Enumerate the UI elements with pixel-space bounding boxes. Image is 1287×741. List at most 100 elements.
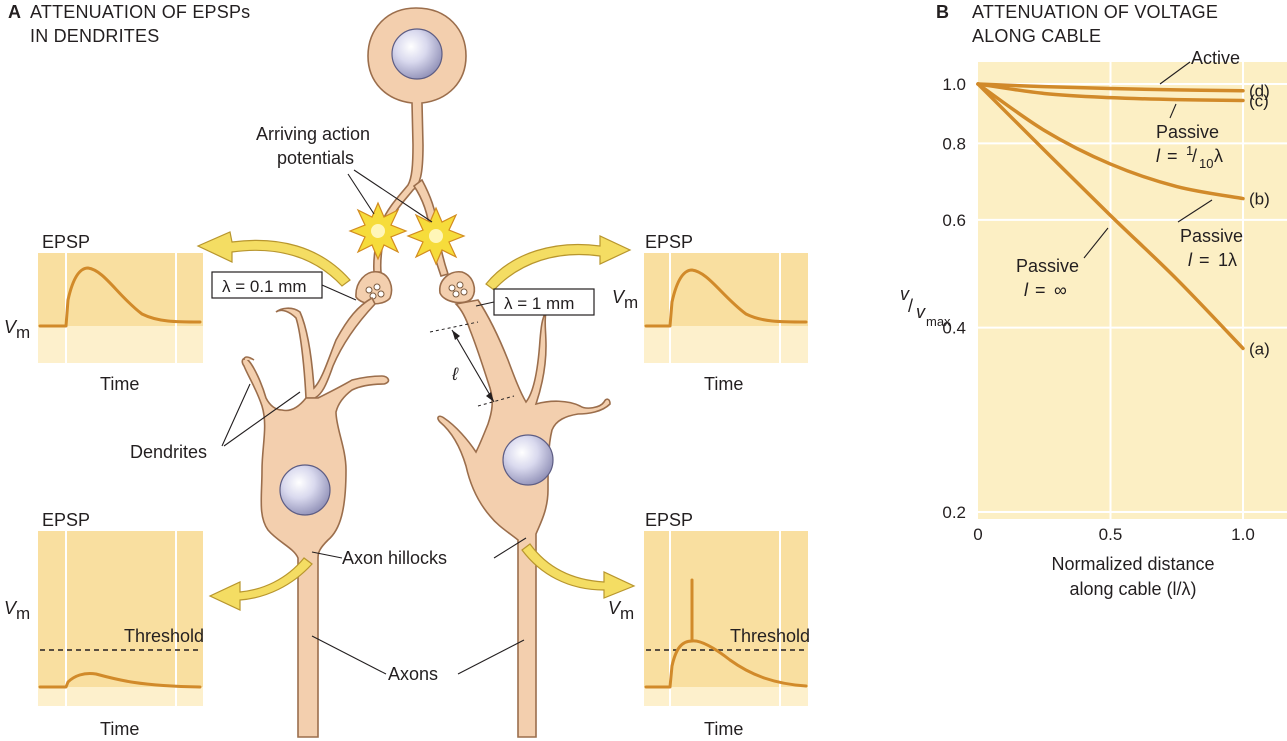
series-lines bbox=[976, 82, 1245, 351]
lambda-right-label: λ = 1 mm bbox=[504, 294, 574, 313]
series-line-d bbox=[976, 82, 1245, 93]
threshold-label: Threshold bbox=[124, 626, 204, 646]
passive-c-leader bbox=[1169, 103, 1177, 119]
action-potential-burst-right bbox=[406, 206, 466, 266]
ylabel-num: v bbox=[900, 284, 910, 304]
time-label: Time bbox=[704, 719, 743, 739]
lambda-left-label: λ = 0.1 mm bbox=[222, 277, 307, 296]
epsp-inset-bottom-right: EPSP Threshold V m Time bbox=[608, 510, 810, 739]
passive-c-lambda: λ bbox=[1214, 146, 1223, 166]
presynaptic-terminal-right bbox=[439, 270, 476, 304]
vm-symbol: V bbox=[4, 598, 18, 618]
active-label: Active bbox=[1191, 48, 1240, 68]
series-line-c bbox=[976, 82, 1245, 103]
lambda-right-leader bbox=[475, 301, 495, 307]
passive-a-eq-sign: = bbox=[1030, 280, 1051, 300]
epsp-inset-top-right: EPSP V m Time bbox=[612, 232, 808, 394]
time-label: Time bbox=[100, 374, 139, 394]
epsp-inset-top-left: EPSP V m Time bbox=[4, 232, 203, 394]
passive-b-label: Passive bbox=[1180, 226, 1243, 246]
lambda-right-box: λ = 1 mm bbox=[475, 288, 595, 316]
epsp-trace bbox=[38, 266, 202, 328]
axons-leader-left bbox=[311, 635, 387, 675]
epsp-trace-with-spike bbox=[644, 578, 808, 689]
inset-bg-lower bbox=[38, 326, 203, 363]
inset-bg-lower bbox=[644, 326, 808, 363]
arriving-ap-label-line1: Arriving action bbox=[256, 124, 370, 144]
axon-hillocks-leader-left bbox=[311, 551, 343, 559]
y-tick-label: 0.4 bbox=[942, 319, 966, 338]
epsp-trace bbox=[644, 268, 808, 328]
y-tick-label: 1.0 bbox=[942, 75, 966, 94]
length-marker: ℓ bbox=[429, 321, 515, 407]
passive-a-leader bbox=[1083, 227, 1109, 259]
series-line-b bbox=[976, 82, 1245, 201]
dendrites-leader-2 bbox=[223, 391, 301, 447]
passive-c-frac-num: 1 bbox=[1186, 143, 1193, 158]
arrow-to-epsp-bottom-right bbox=[521, 543, 636, 599]
vm-sub: m bbox=[624, 293, 638, 312]
epsp-title: EPSP bbox=[645, 510, 693, 530]
xlabel-line2: along cable (l/λ) bbox=[1069, 579, 1196, 599]
axon-hillocks-leader-right bbox=[493, 537, 527, 559]
epsp-title: EPSP bbox=[645, 232, 693, 252]
series-line-a bbox=[976, 82, 1245, 351]
x-tick-label: 0.5 bbox=[1099, 525, 1123, 544]
epsp-inset-bottom-left: EPSP Threshold V m Time bbox=[4, 510, 204, 739]
y-tick-label: 0.6 bbox=[942, 211, 966, 230]
vm-sub: m bbox=[16, 604, 30, 623]
passive-a-value: ∞ bbox=[1054, 280, 1067, 300]
panel-a-title-line2: IN DENDRITES bbox=[30, 26, 159, 46]
x-tick-label: 1.0 bbox=[1231, 525, 1255, 544]
panel-a-title-line1: ATTENUATION OF EPSPs bbox=[30, 2, 250, 22]
axons-label: Axons bbox=[388, 664, 438, 684]
epsp-trace bbox=[38, 672, 202, 689]
passive-c-eq: l = 1 / 10 λ bbox=[1156, 143, 1223, 171]
series-label-c: (c) bbox=[1249, 91, 1269, 110]
y-tick-label: 0.2 bbox=[942, 503, 966, 522]
arrow-to-epsp-top-right bbox=[485, 235, 632, 291]
panel-b-title-line2: ALONG CABLE bbox=[972, 26, 1101, 46]
y-tick-label: 0.8 bbox=[942, 134, 966, 153]
vm-sub: m bbox=[16, 323, 30, 342]
action-potential-burst-left bbox=[348, 201, 408, 261]
vm-symbol: V bbox=[4, 317, 18, 337]
plot-area bbox=[978, 62, 1287, 519]
panel-b-title-line1: ATTENUATION OF VOLTAGE bbox=[972, 2, 1218, 22]
arrow-to-epsp-top-left bbox=[196, 231, 351, 287]
passive-c-frac-den: 10 bbox=[1199, 156, 1213, 171]
passive-c-l: l bbox=[1156, 146, 1161, 166]
postsynaptic-neuron-left bbox=[241, 296, 390, 738]
arriving-ap-label-line2: potentials bbox=[277, 148, 354, 168]
series-label-a: (a) bbox=[1249, 339, 1270, 358]
inset-bg bbox=[644, 531, 808, 706]
time-label: Time bbox=[704, 374, 743, 394]
presynaptic-neuron bbox=[355, 7, 476, 305]
epsp-title: EPSP bbox=[42, 232, 90, 252]
y-tick-labels: 0.2 0.4 0.6 0.8 1.0 bbox=[942, 75, 966, 522]
passive-c-eq-sign: = bbox=[1162, 146, 1183, 166]
epsp-title: EPSP bbox=[42, 510, 90, 530]
series-end-labels: (a)(b)(c)(d) bbox=[1249, 82, 1270, 359]
threshold-label: Threshold bbox=[730, 626, 810, 646]
gridlines bbox=[978, 62, 1287, 519]
arriving-ap-leader-left bbox=[347, 173, 375, 215]
passive-c-frac-slash: / bbox=[1192, 146, 1197, 166]
right-neuron-nucleus bbox=[502, 434, 554, 486]
lambda-left-box: λ = 0.1 mm bbox=[211, 271, 357, 301]
time-label: Time bbox=[100, 719, 139, 739]
lambda-left-leader bbox=[321, 284, 357, 301]
y-axis-label: v / v max bbox=[900, 284, 951, 329]
inset-bg-lower bbox=[38, 687, 203, 706]
passive-b-eq: l = 1λ bbox=[1188, 250, 1237, 270]
vm-sub: m bbox=[620, 604, 634, 623]
postsynaptic-neuron-right bbox=[437, 299, 611, 738]
ylabel-den: v bbox=[916, 302, 926, 322]
arriving-ap-leader-right bbox=[353, 169, 433, 223]
xlabel-line1: Normalized distance bbox=[1051, 554, 1214, 574]
vm-symbol: V bbox=[612, 287, 626, 307]
arrow-to-epsp-bottom-left bbox=[208, 557, 313, 611]
active-leader bbox=[1159, 61, 1191, 85]
